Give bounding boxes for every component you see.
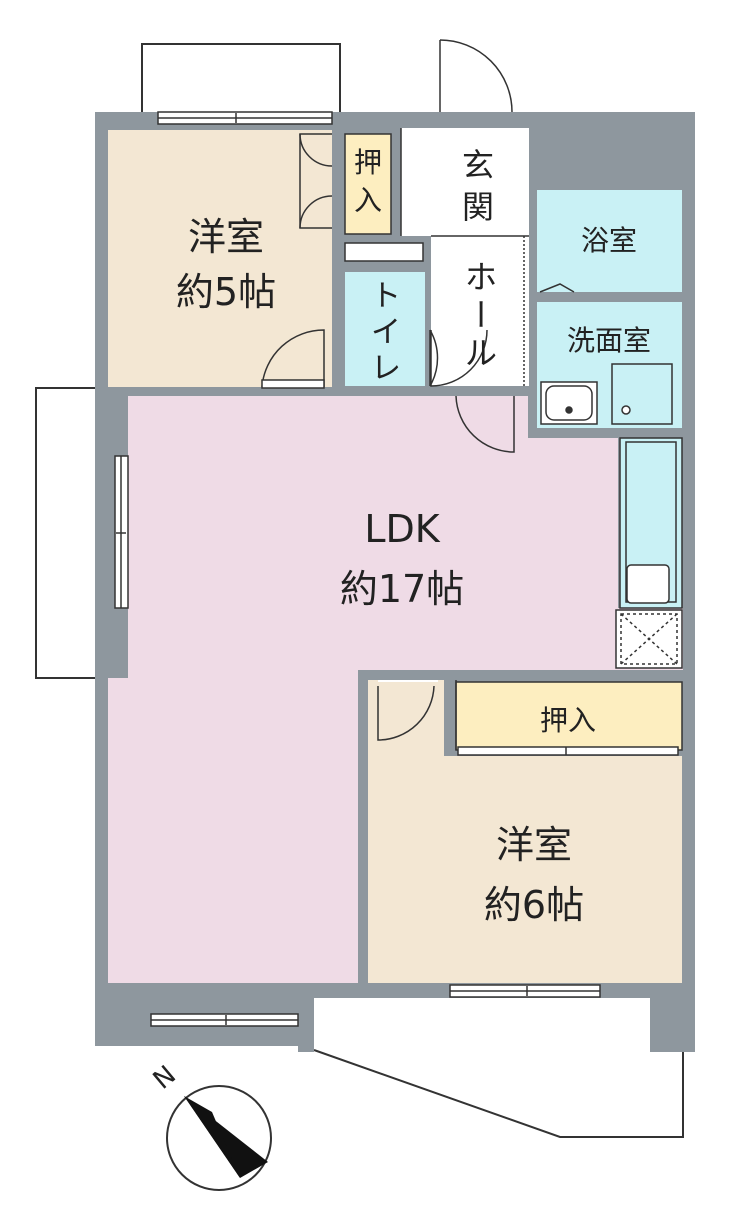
- washroom-label: 洗面室: [567, 324, 651, 357]
- western-room-2-name: 洋室: [496, 823, 572, 867]
- western-room-1-name: 洋室: [188, 215, 264, 259]
- ldk-size: 約17帖: [340, 567, 464, 611]
- sink-icon: [626, 564, 670, 604]
- toilet-label: ト イ レ: [371, 279, 401, 386]
- svg-text:レ: レ: [371, 351, 401, 386]
- toilet-floor: [345, 272, 425, 386]
- washing-machine-icon: [611, 363, 673, 425]
- partitions: [400, 128, 529, 750]
- western-room-2-size: 約6帖: [484, 883, 584, 927]
- western-room-1-floor: [108, 130, 332, 387]
- svg-text:ト: ト: [371, 279, 401, 314]
- svg-text:ー: ー: [461, 298, 499, 330]
- closet-1-floor: [344, 133, 392, 235]
- western-room-1-size: 約5帖: [176, 270, 276, 314]
- svg-text:押: 押: [354, 146, 382, 179]
- svg-text:ホ: ホ: [465, 258, 497, 296]
- svg-text:関: 関: [462, 188, 494, 226]
- western-room-1-label: 洋室 約5帖: [176, 215, 276, 314]
- windows: [114, 111, 679, 1027]
- hall-label: ホ ー ル: [461, 258, 499, 372]
- door-landing-room-2: [378, 680, 438, 682]
- entrance-floor: [401, 128, 529, 236]
- western-room-2-label: 洋室 約6帖: [484, 823, 584, 927]
- closet-2-label: 押入: [540, 704, 596, 737]
- kitchen-counter: [615, 437, 683, 669]
- svg-text:入: 入: [354, 184, 382, 217]
- closet-2-slider: [457, 746, 679, 756]
- bathroom-label: 浴室: [581, 224, 637, 257]
- washroom-fixtures: [540, 363, 673, 425]
- stove-icon: [620, 613, 678, 665]
- balcony-top: [141, 43, 341, 114]
- doors: [261, 39, 575, 741]
- shoe-shelf: [344, 242, 424, 262]
- svg-text:イ: イ: [371, 315, 401, 350]
- ldk-label: LDK 約17帖: [340, 507, 464, 611]
- compass: N: [148, 1060, 272, 1191]
- balcony-left: [35, 387, 95, 679]
- svg-text:ル: ル: [465, 334, 497, 372]
- svg-text:玄: 玄: [462, 146, 494, 184]
- compass-label: N: [148, 1060, 182, 1095]
- closet-1-label: 押 入: [354, 146, 382, 217]
- western-room-2-floor: [368, 680, 682, 983]
- ldk-name: LDK: [364, 507, 440, 551]
- balcony-bottom: [313, 1049, 684, 1138]
- hall-floor: [431, 236, 529, 386]
- ldk-floor: [108, 396, 683, 983]
- entrance-label: 玄 関: [462, 146, 494, 226]
- bathroom-floor: [537, 190, 682, 292]
